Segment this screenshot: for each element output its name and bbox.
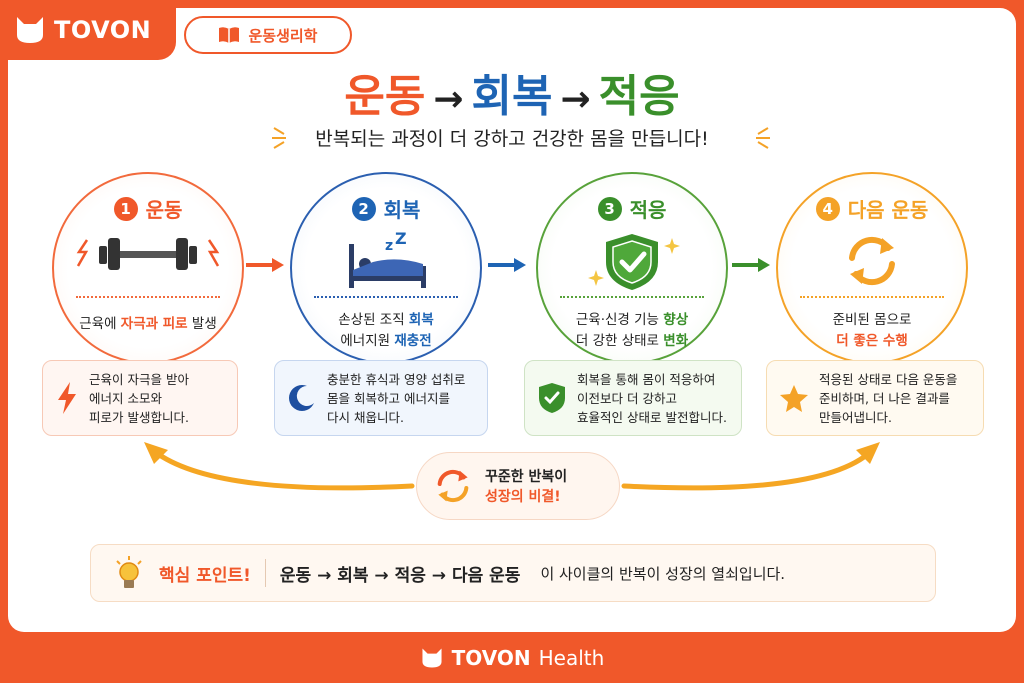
- note-line: 피로가 발생합니다.: [89, 409, 189, 425]
- tag-label: 운동생리학: [248, 26, 318, 45]
- step-desc-text: 더 강한 상태로: [575, 333, 664, 349]
- title-exercise: 운동: [344, 71, 426, 122]
- badge-line: 꾸준한 반복이: [485, 469, 568, 485]
- step-number: 4: [815, 196, 840, 221]
- arrow-right-icon: [732, 258, 770, 272]
- step-desc-text: 발생: [187, 316, 217, 332]
- note-line: 회복을 통해 몸이 적응하여: [577, 371, 716, 387]
- step-number: 1: [113, 196, 138, 221]
- step-desc-highlight: 더 좋은 수행: [836, 333, 908, 349]
- arrow-right-icon: [246, 258, 284, 272]
- footer: TOVON Health: [0, 640, 1024, 676]
- book-icon: [219, 27, 240, 43]
- subtitle: 반복되는 과정이 더 강하고 건강한 몸을 만듭니다!: [315, 128, 709, 150]
- step-exercise: 1 운동 근육에 자극과 피로 발생: [52, 172, 244, 364]
- title-arrow: →: [433, 79, 464, 120]
- step-next-exercise: 4 다음 운동 준비된 몸으로 더 좋은 수행: [776, 172, 968, 364]
- step-desc: 근육에 자극과 피로 발생: [54, 312, 242, 332]
- step-number: 3: [597, 196, 622, 221]
- note-line: 적응된 상태로 다음 운동을: [819, 371, 958, 387]
- note-line: 다시 채웁니다.: [327, 409, 404, 425]
- step-desc: 손상된 조직 회복: [292, 308, 480, 328]
- lightbulb-icon: [116, 556, 142, 588]
- step-desc-highlight: 자극과 피로: [120, 316, 188, 332]
- divider: [76, 296, 220, 298]
- step-desc-highlight: 변화: [663, 333, 689, 349]
- step-title: 운동: [145, 198, 183, 222]
- key-point-flow: 운동 → 회복 → 적응 → 다음 운동: [279, 565, 521, 586]
- title-arrow: →: [560, 79, 591, 120]
- note-line: 만들어냅니다.: [819, 409, 892, 425]
- step-desc-text: 에너지원: [340, 333, 395, 349]
- bed-sleep-icon: z Z: [349, 232, 426, 288]
- svg-text:Z: Z: [395, 232, 407, 248]
- step-desc-highlight: 재충전: [394, 333, 432, 349]
- step-title: 적응: [629, 198, 667, 222]
- step-title: 다음 운동: [847, 198, 929, 222]
- step-desc-text: 근육·신경 기능: [575, 312, 664, 328]
- step-desc-text: 손상된 조직: [338, 312, 409, 328]
- footer-suffix: Health: [538, 646, 605, 670]
- step-recovery: 2 회복 z Z 손상된 조직 회복 에너지원 재충전: [290, 172, 482, 364]
- note-line: 근육이 자극을 받아: [89, 371, 189, 387]
- note-line: 충분한 휴식과 영양 섭취로: [327, 371, 466, 387]
- step-desc: 에너지원 재충전: [292, 329, 480, 349]
- divider: [800, 296, 944, 298]
- step-desc: 근육·신경 기능 향상: [538, 308, 726, 328]
- cat-logo-icon: [17, 17, 43, 43]
- footer-brand: TOVON: [451, 646, 531, 670]
- note-exercise: 근육이 자극을 받아 에너지 소모와 피로가 발생합니다.: [42, 360, 238, 436]
- brand-tab: TOVON: [0, 0, 176, 60]
- step-desc-highlight: 회복: [408, 312, 434, 328]
- shield-check-icon: [588, 234, 680, 290]
- note-line: 이전보다 더 강하고: [577, 390, 677, 406]
- step-number: 2: [351, 196, 376, 221]
- lightning-icon: [58, 382, 76, 414]
- star-icon: [780, 385, 808, 412]
- note-line: 몸을 회복하고 에너지를: [327, 390, 450, 406]
- page-title: 운동→회복→적응: [0, 60, 1024, 124]
- step-desc-highlight: 향상: [663, 312, 689, 328]
- cycle-arrows-icon: [437, 469, 469, 503]
- consistency-badge: 꾸준한 반복이 성장의 비결!: [416, 452, 620, 520]
- arrow-right-icon: [488, 258, 526, 272]
- dumbbell-icon: [76, 238, 220, 270]
- divider: [560, 296, 704, 298]
- sparkle-left-icon: [272, 127, 286, 149]
- note-recovery: 충분한 휴식과 영양 섭취로 몸을 회복하고 에너지를 다시 채웁니다.: [274, 360, 488, 436]
- moon-icon: [289, 385, 314, 411]
- step-desc-text: 근육에: [79, 316, 121, 332]
- svg-text:z: z: [385, 238, 393, 254]
- cat-logo-icon: [422, 648, 442, 668]
- key-point-box: 핵심 포인트! 운동 → 회복 → 적응 → 다음 운동 이 사이클의 반복이 …: [90, 544, 936, 602]
- note-next-exercise: 적응된 상태로 다음 운동을 준비하며, 더 나은 결과를 만들어냅니다.: [766, 360, 984, 436]
- category-tag: 운동생리학: [184, 16, 352, 54]
- loop-arrows: [144, 442, 880, 491]
- note-line: 준비하며, 더 나은 결과를: [819, 390, 950, 406]
- step-desc: 더 강한 상태로 변화: [538, 329, 726, 349]
- shield-check-icon: [539, 383, 565, 413]
- title-adaptation: 적응: [598, 71, 680, 122]
- step-title: 회복: [383, 198, 421, 222]
- badge-line-highlight: 성장의 비결!: [485, 489, 561, 505]
- note-adaptation: 회복을 통해 몸이 적응하여 이전보다 더 강하고 효율적인 상태로 발전합니다…: [524, 360, 742, 436]
- step-adaptation: 3 적응 근육·신경 기능 향상 더 강한 상태로 변화: [536, 172, 728, 364]
- brand-name: TOVON: [54, 16, 152, 44]
- note-line: 효율적인 상태로 발전합니다.: [577, 409, 727, 425]
- step-desc: 준비된 몸으로: [832, 312, 912, 328]
- cycle-arrows-icon: [849, 236, 895, 286]
- separator: [264, 559, 266, 587]
- key-point-desc: 이 사이클의 반복이 성장의 열쇠입니다.: [540, 564, 786, 583]
- title-recovery: 회복: [471, 71, 553, 122]
- divider: [314, 296, 458, 298]
- key-point-label: 핵심 포인트!: [159, 565, 251, 586]
- sparkle-right-icon: [756, 127, 770, 149]
- note-line: 에너지 소모와: [89, 390, 162, 406]
